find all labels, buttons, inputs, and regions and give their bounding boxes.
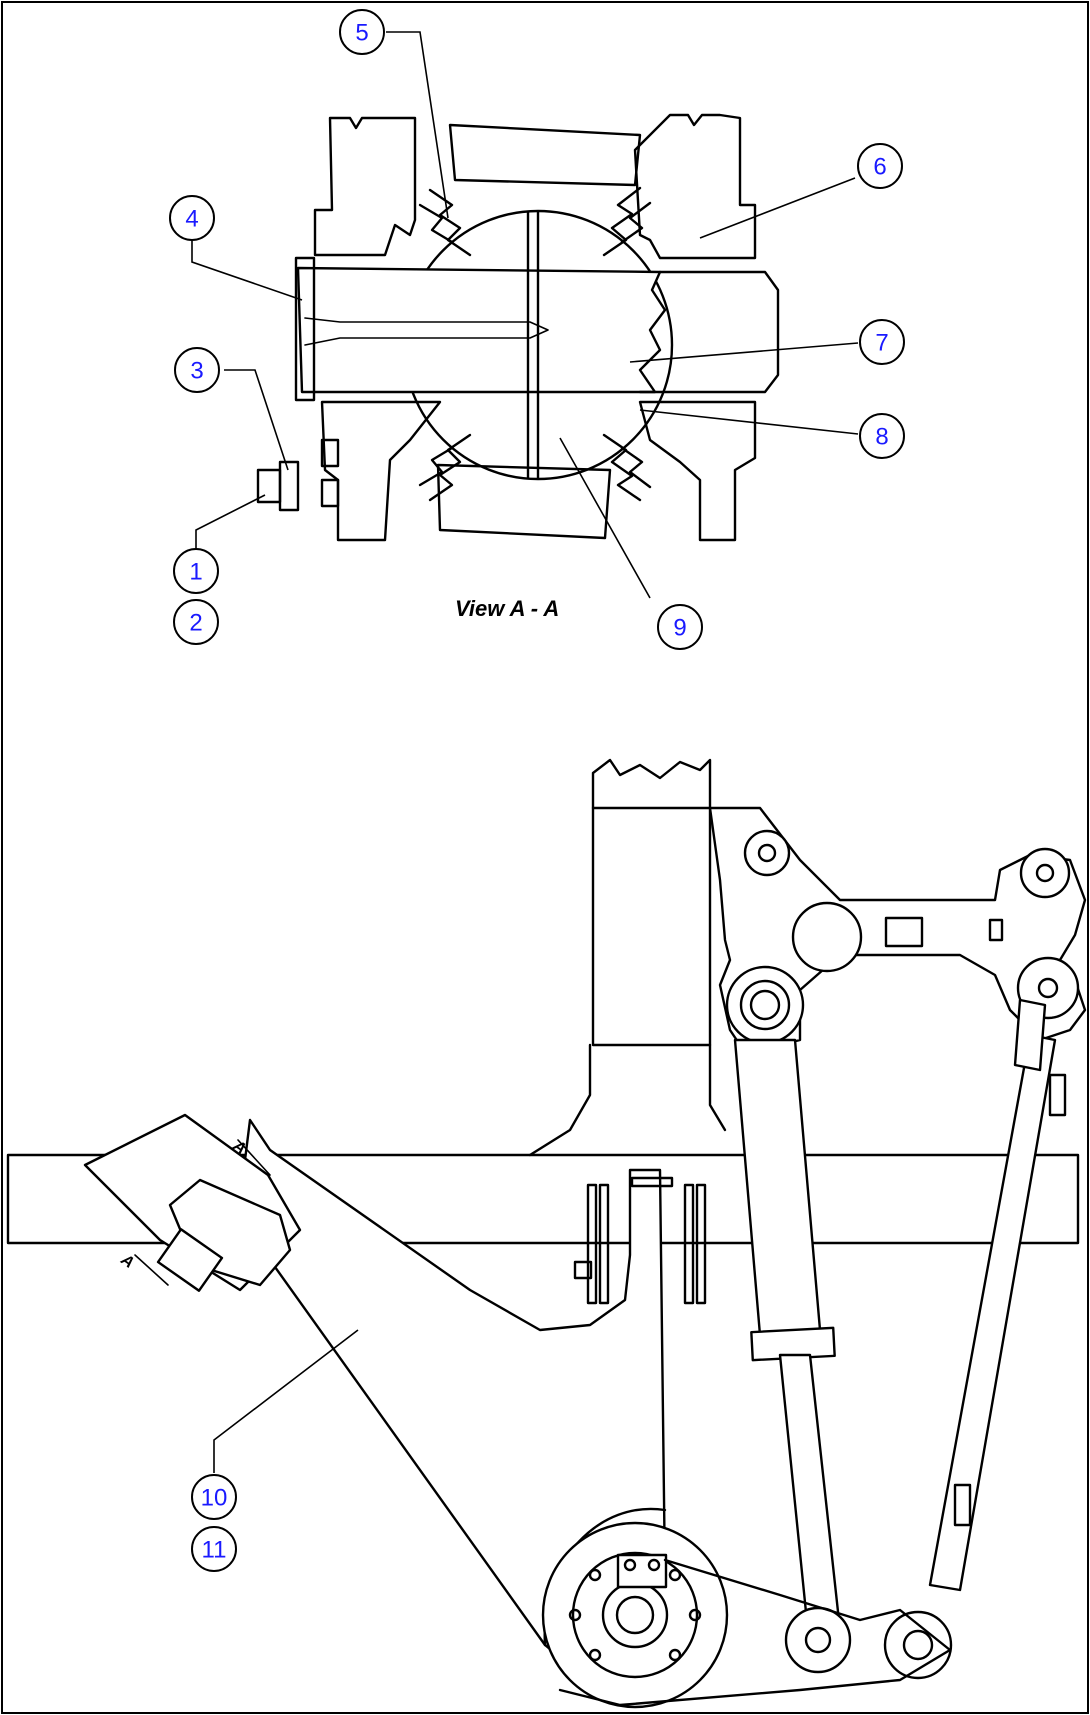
callout-4: 4: [169, 195, 215, 241]
callout-3: 3: [174, 347, 220, 393]
svg-text:1: 1: [189, 559, 202, 586]
suspension-assembly-drawing: [6, 758, 1087, 1709]
callout-9: 9: [657, 604, 703, 650]
callout-10: 10: [191, 1474, 237, 1520]
view-a-a-drawing: [256, 113, 780, 542]
svg-text:8: 8: [875, 424, 888, 451]
svg-text:7: 7: [875, 330, 888, 357]
svg-text:2: 2: [189, 610, 202, 637]
callout-1: 1: [173, 548, 219, 594]
callout-11: 11: [191, 1526, 237, 1572]
callout-6: 6: [857, 143, 903, 189]
svg-text:6: 6: [873, 154, 886, 181]
section-arrows: [134, 1139, 271, 1286]
frame-beam: [6, 1153, 1080, 1245]
callout-7: 7: [859, 319, 905, 365]
svg-text:5: 5: [355, 20, 368, 47]
svg-text:4: 4: [185, 206, 198, 233]
section-marker-lower: A: [117, 1251, 137, 1272]
svg-text:11: 11: [202, 1537, 227, 1564]
svg-text:10: 10: [201, 1485, 228, 1512]
callout-5: 5: [339, 9, 385, 55]
svg-text:9: 9: [673, 615, 686, 642]
leader-lines-bottom: [213, 1329, 359, 1473]
view-caption: View A - A: [455, 596, 559, 621]
callout-2: 2: [173, 599, 219, 645]
leader-lines-top: [191, 31, 859, 599]
callout-8: 8: [859, 413, 905, 459]
svg-text:3: 3: [190, 358, 203, 385]
